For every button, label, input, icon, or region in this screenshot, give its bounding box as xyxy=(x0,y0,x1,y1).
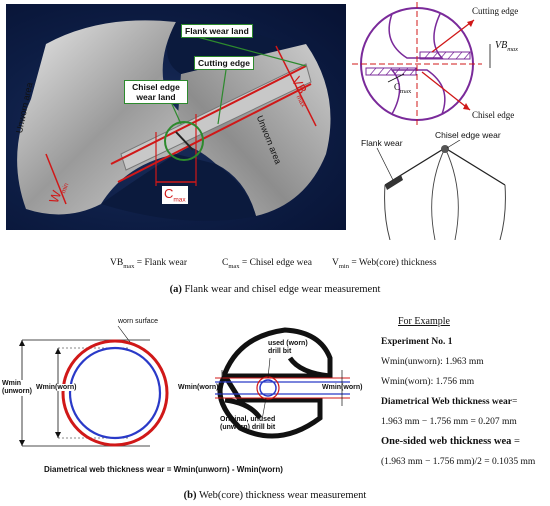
legend-v: Vmin = Web(core) thickness xyxy=(332,258,437,270)
flute-line-1 xyxy=(431,147,446,240)
flute-line-2 xyxy=(444,147,459,240)
vb-line-upper xyxy=(110,65,307,165)
schematic-label-chisel-edge: Chisel edge xyxy=(472,110,515,120)
drill-left-half xyxy=(17,20,216,215)
chisel-edge-circle xyxy=(164,121,204,161)
schematic-label-cutting-edge: Cutting edge xyxy=(472,6,519,16)
label-cutting-edge: Cutting edge xyxy=(194,56,254,70)
leader-chisel xyxy=(170,101,182,125)
side-label-chisel-edge-wear: Chisel edge wear xyxy=(435,130,501,140)
example-wmin-worn: Wmin(worn): 1.756 mm xyxy=(381,377,475,387)
cutting-edge-band xyxy=(120,63,312,171)
label-c-max: Cmax xyxy=(162,186,188,204)
chisel-wear-mark xyxy=(441,145,449,153)
drill-tip-outline xyxy=(384,147,506,186)
schematic-label-c-max: Cmax xyxy=(394,82,412,95)
legend-vb: VBmax = Flank wear xyxy=(110,258,187,270)
worn-circle xyxy=(68,346,162,440)
drill-photo: Flank wear land Cutting edge Chisel edge… xyxy=(6,4,346,230)
label-chisel-edge-wear-land: Chisel edge wear land xyxy=(124,80,188,104)
label-wmin-unworn: Wmin (unworn) xyxy=(2,380,34,396)
original-drill-leader xyxy=(261,397,267,421)
caption-a: (a) Flank wear and chisel edge wear meas… xyxy=(169,284,381,295)
example-heading: For Example xyxy=(398,316,450,327)
schematic-top-graphic xyxy=(352,2,491,127)
label-original-drill: Original, unused (unworn) drill bit xyxy=(220,416,276,431)
wmin-dimension xyxy=(45,153,67,205)
label-worn-surface: worn surface xyxy=(118,318,159,325)
web-center-worn xyxy=(259,379,277,397)
caption-b: (b) Web(core) thickness wear measurement xyxy=(183,490,367,501)
leader-flank xyxy=(185,33,307,67)
label-wmin-worn-left: Wmin(worn) xyxy=(178,384,219,391)
schematic-label-vb-max: VBmax xyxy=(495,40,519,53)
label-wmin-worn-right: Wmin(worn) xyxy=(322,384,363,391)
drill-schematic-top: Cutting edge Chisel edge VBmax Cmax xyxy=(352,2,547,127)
example-wmin-unworn: Wmin(unworn): 1.963 mm xyxy=(381,357,484,367)
used-drill-leader xyxy=(267,357,271,379)
chisel-leader xyxy=(446,140,461,149)
drill-body-left xyxy=(384,184,391,240)
arrow-chisel-edge xyxy=(421,71,471,111)
vb-line-lower xyxy=(117,83,312,183)
flank-wear-mark xyxy=(385,175,403,190)
label-used-drill: used (worn) drill bit xyxy=(268,340,308,355)
example-diametrical: Diametrical Web thickness wear= xyxy=(381,397,518,407)
unworn-circle xyxy=(61,339,169,447)
drill-body-right xyxy=(499,184,506,240)
worn-surface-leader xyxy=(117,325,131,343)
formula-diametrical: Diametrical web thickness wear = Wmin(un… xyxy=(44,465,283,474)
leader-cutting xyxy=(217,69,227,125)
example-one-sided-calc: (1.963 mm − 1.756 mm)/2 = 0.1035 mm xyxy=(381,457,536,467)
side-label-flank-wear: Flank wear xyxy=(361,138,403,148)
arrow-cutting-edge xyxy=(431,19,475,53)
chisel-edge-mark xyxy=(175,131,194,151)
drill-schematic-side: Flank wear Chisel edge wear xyxy=(355,130,540,240)
legend-c: Cmax = Chisel edge wea xyxy=(222,258,312,270)
example-diametrical-calc: 1.963 mm − 1.756 mm = 0.207 mm xyxy=(381,417,517,427)
side-view-graphic xyxy=(376,140,506,240)
flute-top-outline xyxy=(388,13,444,59)
label-flank-wear-land: Flank wear land xyxy=(181,24,253,38)
flank-wear-hatch-left xyxy=(365,67,417,76)
drill-photo-graphic xyxy=(17,20,331,221)
flute-bottom-outline xyxy=(390,69,446,115)
web-diagram: worn surface Wmin (unworn) Wmin(worn) us… xyxy=(0,318,380,468)
flank-wear-hatch-right xyxy=(419,51,471,60)
label-wmin-worn: Wmin(worn) xyxy=(36,384,77,391)
example-one-sided: One-sided web thickness wea = xyxy=(381,436,520,447)
cmax-leader xyxy=(387,73,405,83)
example-experiment: Experiment No. 1 xyxy=(381,337,453,347)
web-diagram-graphic xyxy=(19,325,350,447)
drill-section-top xyxy=(222,327,333,379)
flank-leader xyxy=(376,147,394,181)
